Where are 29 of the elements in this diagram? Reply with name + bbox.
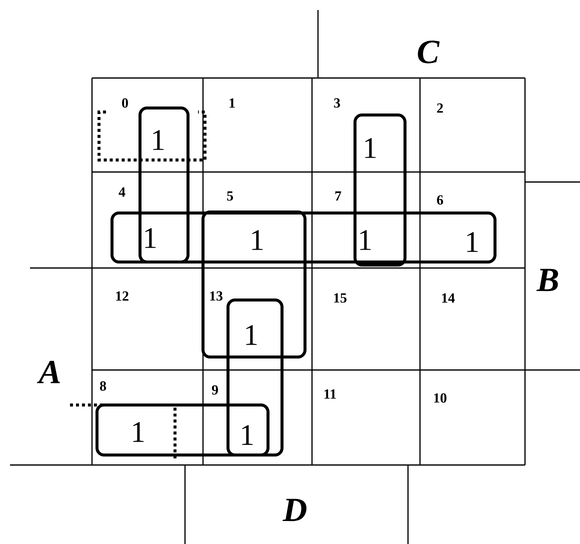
map-entry: 1 bbox=[153, 130, 164, 150]
map-entry: 1 bbox=[365, 138, 376, 158]
variable-label: A bbox=[36, 360, 60, 384]
map-entry: 1 bbox=[133, 422, 144, 442]
cell-number: 14 bbox=[442, 293, 455, 303]
cell-number: 4 bbox=[118, 187, 126, 197]
map-entry: 1 bbox=[246, 325, 257, 345]
cell-number: 5 bbox=[227, 191, 233, 201]
cell-number: 10 bbox=[434, 393, 446, 403]
cell-number: 9 bbox=[212, 385, 218, 395]
cell-number: 2 bbox=[437, 103, 443, 113]
cell-number: 13 bbox=[210, 291, 222, 301]
map-entry: 1 bbox=[360, 230, 371, 250]
variable-label: C bbox=[418, 40, 440, 64]
map-entry: 1 bbox=[242, 425, 253, 445]
map-entry: 1 bbox=[467, 232, 478, 252]
variable-label: D bbox=[282, 498, 306, 522]
cell-number: 11 bbox=[324, 389, 336, 399]
map-entry: 1 bbox=[145, 228, 156, 248]
cell-number: 0 bbox=[122, 98, 128, 108]
cell-number: 3 bbox=[334, 98, 340, 108]
cell-number: 12 bbox=[116, 291, 128, 301]
map-entry: 1 bbox=[252, 230, 263, 250]
cell-number: 6 bbox=[437, 195, 444, 205]
cell-number: 7 bbox=[335, 191, 342, 201]
cell-number: 8 bbox=[100, 381, 106, 391]
variable-label: B bbox=[536, 268, 558, 292]
cell-number: 15 bbox=[334, 293, 346, 303]
cell-number: 1 bbox=[230, 98, 235, 108]
